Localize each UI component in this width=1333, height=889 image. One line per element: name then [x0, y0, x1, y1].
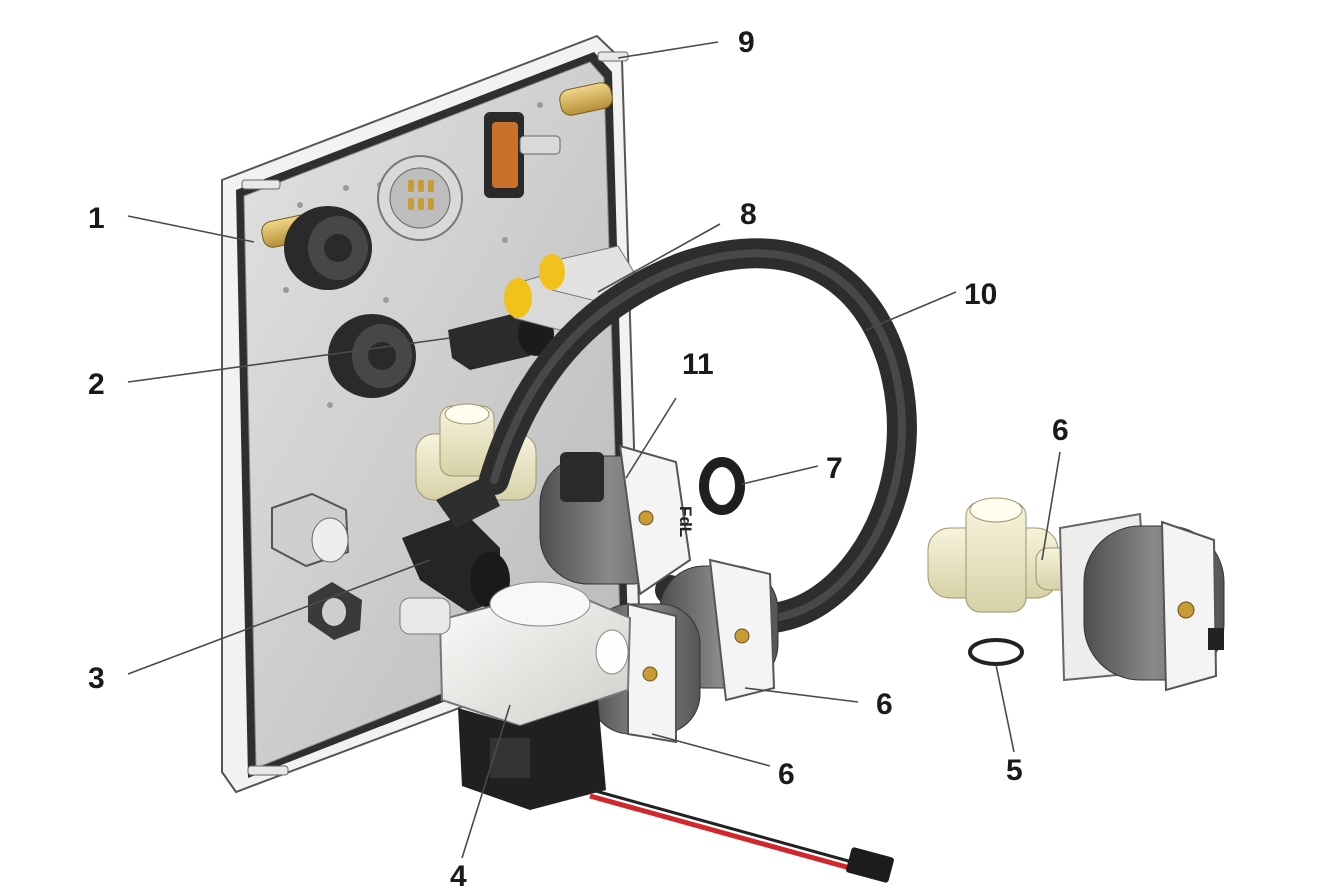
callout-2: 2: [88, 368, 105, 401]
flow-meter-sensor: [458, 700, 606, 810]
callout-4: 4: [450, 860, 467, 889]
solenoid-valve-11: FdL: [539, 444, 695, 596]
circular-connector: [377, 155, 463, 241]
callout-5: 5: [1006, 754, 1023, 787]
lock-nut: [308, 582, 362, 640]
elbow-push-fitting-black: [402, 476, 510, 612]
callout-7: 7: [826, 452, 843, 485]
callout-8: 8: [740, 198, 757, 231]
corner-pin: [241, 179, 281, 190]
terminal-block: [484, 112, 561, 198]
o-ring-7: [699, 457, 745, 515]
flow-meter-housing: [399, 581, 632, 728]
callout-1: 1: [88, 202, 105, 235]
cable-gland: [284, 206, 372, 290]
corner-pin: [247, 765, 289, 776]
solenoid-valve-6-exploded: [1058, 512, 1225, 692]
hex-nut-fitting: [271, 492, 350, 568]
callout-3: 3: [88, 662, 105, 695]
cable-gland: [328, 314, 416, 398]
callout-6-right: 6: [876, 688, 893, 721]
o-ring-5: [968, 638, 1024, 666]
callout-11: 11: [682, 348, 714, 381]
leader-lines: [127, 41, 1061, 859]
valve-marking: FdL: [676, 506, 695, 537]
callout-6-lower: 6: [778, 758, 795, 791]
callout-10: 10: [964, 278, 997, 311]
brass-standoff: [559, 82, 613, 116]
callout-6-exploded: 6: [1052, 414, 1069, 447]
sensor-wire: [589, 788, 894, 883]
callout-9: 9: [738, 26, 755, 59]
